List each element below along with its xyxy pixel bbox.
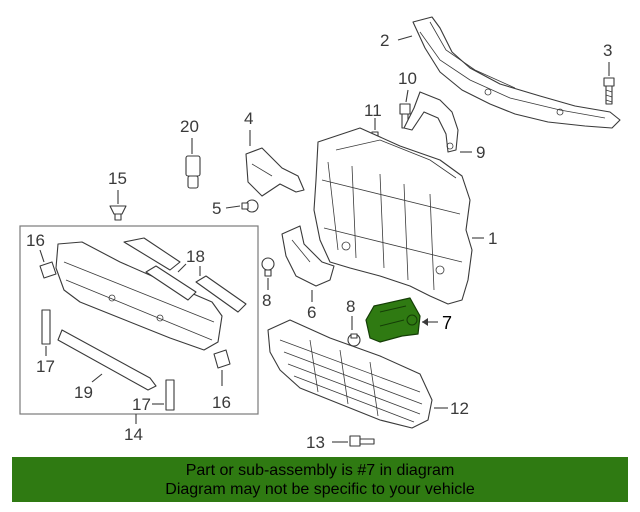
part-17-strip-left[interactable] [41,309,51,345]
callout-13: 13 [306,433,325,452]
callout-17-left: 17 [36,357,55,376]
part-16-clip-lower[interactable] [213,349,231,369]
callout-7: 7 [442,313,452,333]
part-4-bracket[interactable] [245,147,305,197]
parts-diagram: 2 3 10 9 11 1 4 [19,16,621,452]
part-bumper-reinforcement[interactable] [55,241,223,351]
callout-16-upper: 16 [26,231,45,250]
part-17-strip-right[interactable] [165,379,175,411]
part-2-upper-tie-bar[interactable] [412,16,621,129]
info-banner: Part or sub-assembly is #7 in diagram Di… [12,457,628,502]
banner-line-2: Diagram may not be specific to your vehi… [165,481,475,498]
part-1-radiator-support[interactable] [313,127,473,305]
callout-19: 19 [74,383,93,402]
callout-16-lower: 16 [212,393,231,412]
part-12-air-shutter[interactable] [267,319,433,429]
part-13-bolt[interactable] [349,435,375,447]
part-7-highlighted[interactable] [365,297,421,343]
part-16-clip-upper[interactable] [39,261,57,279]
part-8-clip-right[interactable] [347,333,361,347]
callout-9: 9 [476,143,485,162]
part-19-trim-strip[interactable] [57,329,157,391]
callout-18: 18 [186,247,205,266]
callout-15: 15 [108,169,127,188]
callout-5: 5 [212,199,221,218]
part-6-deflector[interactable] [281,225,335,287]
callout-4: 4 [244,109,253,128]
callout-3: 3 [603,41,612,60]
part-15-clip[interactable] [109,205,127,221]
callout-10: 10 [398,69,417,88]
callout-1: 1 [488,229,497,248]
callout-2: 2 [380,31,389,50]
banner-line-1: Part or sub-assembly is #7 in diagram [185,462,455,479]
callout-6: 6 [307,303,316,322]
part-5-clip[interactable] [241,199,259,213]
part-9-bracket[interactable] [403,91,459,153]
callout-8-left: 8 [262,291,271,310]
callout-20: 20 [180,117,199,136]
callout-14: 14 [124,425,143,444]
callout-8-right: 8 [346,297,355,316]
part-3-bolt[interactable] [603,77,615,105]
part-18-absorbers[interactable] [123,237,247,313]
part-20-sensor[interactable] [185,155,201,189]
callout-12: 12 [450,399,469,418]
sub-assembly-box [19,225,259,415]
callout-11: 11 [364,101,382,120]
callout-17-right: 17 [132,395,151,414]
part-8-clip-left[interactable] [261,257,275,277]
